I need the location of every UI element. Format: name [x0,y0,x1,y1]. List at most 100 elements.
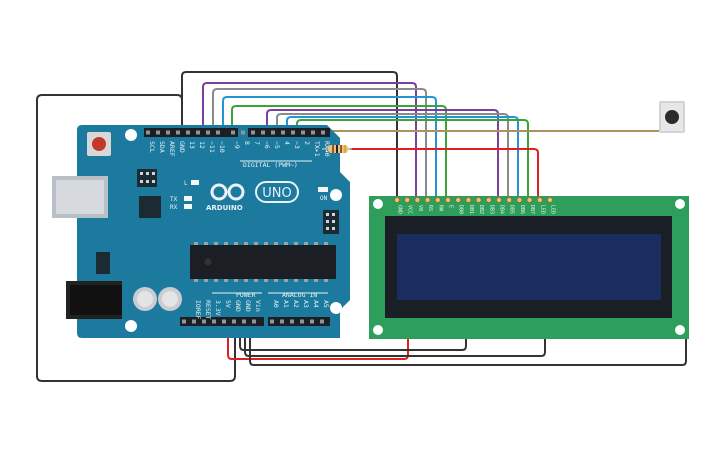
digital-pin[interactable] [206,130,210,135]
lcd-pin-label: DB2 [478,205,484,214]
lcd-pin[interactable] [424,196,431,203]
resistor[interactable] [322,145,352,153]
digital-pin[interactable] [166,130,170,135]
digital-pin[interactable] [251,130,255,135]
power-pin-label: Vin [254,300,262,312]
wire-d10-db5[interactable] [222,96,437,198]
resistor-band [336,145,338,153]
digital-pin[interactable] [146,130,150,135]
digital-pin[interactable] [216,130,220,135]
chip-pin [304,242,308,245]
reset-button-cap[interactable] [92,137,106,151]
analog-pin[interactable] [290,319,294,324]
chip-pin [224,242,228,245]
power-pin[interactable] [192,319,196,324]
model-label: UNO [262,186,291,201]
wire-d6-rs[interactable] [266,109,499,198]
analog-pin-label: A0 [272,300,280,308]
digital-pin-label: GND [178,141,186,153]
usb-chip [139,196,161,218]
lcd-screen [397,234,661,300]
power-pin[interactable] [202,319,206,324]
analog-pin[interactable] [300,319,304,324]
lcd-pin[interactable] [393,196,400,203]
digital-pin[interactable] [311,130,315,135]
lcd-pin[interactable] [444,196,451,203]
wire-gnd-bottom-2[interactable] [244,320,546,357]
chip-pin [244,279,248,282]
digital-pin[interactable] [176,130,180,135]
lcd-pin-label: DB3 [488,205,494,214]
lcd-pin[interactable] [526,196,533,203]
chip-pin [214,242,218,245]
digital-header-left [144,128,238,137]
digital-pin[interactable] [281,130,285,135]
wire-d9-db4[interactable] [231,105,447,198]
power-pin[interactable] [232,319,236,324]
pushbutton-cap[interactable] [665,110,679,124]
analog-pin[interactable] [320,319,324,324]
power-pin-label: 3.3V [214,300,222,316]
resistor-band [344,145,346,153]
analog-pin[interactable] [310,319,314,324]
digital-pin[interactable] [241,130,245,135]
lcd-pin[interactable] [414,196,421,203]
power-pin[interactable] [242,319,246,324]
digital-pin[interactable] [261,130,265,135]
wire-d11-db6[interactable] [212,88,427,198]
capacitor-top [162,291,178,307]
lcd-pin[interactable] [485,196,492,203]
lcd-pin[interactable] [455,196,462,203]
wire-d3-db1[interactable] [296,119,529,198]
wire-gnd-bottom-3[interactable] [249,320,687,366]
lcd-pin[interactable] [465,196,472,203]
lcd-pin[interactable] [506,196,513,203]
digital-pin[interactable] [301,130,305,135]
lcd-pin[interactable] [536,196,543,203]
digital-pin[interactable] [321,130,325,135]
lcd-pin-label: E [448,205,454,208]
analog-pin-label: A4 [312,300,320,308]
digital-pin[interactable] [231,130,235,135]
wire-resistor-led[interactable] [350,148,539,198]
analog-heading: ANALOG IN [282,291,317,299]
power-pin[interactable] [252,319,256,324]
lcd-pin[interactable] [516,196,523,203]
digital-pin[interactable] [271,130,275,135]
digital-pin[interactable] [186,130,190,135]
lcd-pin[interactable] [495,196,502,203]
lcd-pin[interactable] [434,196,441,203]
wire-gnd-bottom-1[interactable] [239,320,467,351]
power-pin[interactable] [212,319,216,324]
digital-pin-label: ~3 [293,141,301,149]
power-pin[interactable] [222,319,226,324]
wire-gnd-left-loop[interactable] [36,94,236,382]
digital-pin[interactable] [196,130,200,135]
wire-d2-button[interactable] [306,126,673,133]
lcd-pin-label: DB1 [468,205,474,214]
wire-d12-db7[interactable] [202,82,417,198]
digital-pin[interactable] [156,130,160,135]
led-rx-label: RX [170,204,178,211]
digital-heading: DIGITAL (PWM~) [243,161,298,169]
lcd-pin-label: DB4 [499,205,505,214]
digital-pin[interactable] [291,130,295,135]
power-pin[interactable] [182,319,186,324]
lcd-pin[interactable] [547,196,554,203]
digital-pin-label: 7 [253,141,261,145]
mount-hole [125,129,137,141]
lcd-pin-label: VCC [407,205,413,214]
digital-pin-label: 13 [188,141,196,149]
lcd-pin[interactable] [475,196,482,203]
analog-header [268,317,330,326]
analog-pin[interactable] [270,319,274,324]
pushbutton[interactable] [659,101,685,133]
mount-hole [330,302,342,314]
wire-gnd-lcd[interactable] [181,71,398,198]
analog-pin[interactable] [280,319,284,324]
lcd-pin[interactable] [404,196,411,203]
analog-pin-label: A2 [292,300,300,308]
